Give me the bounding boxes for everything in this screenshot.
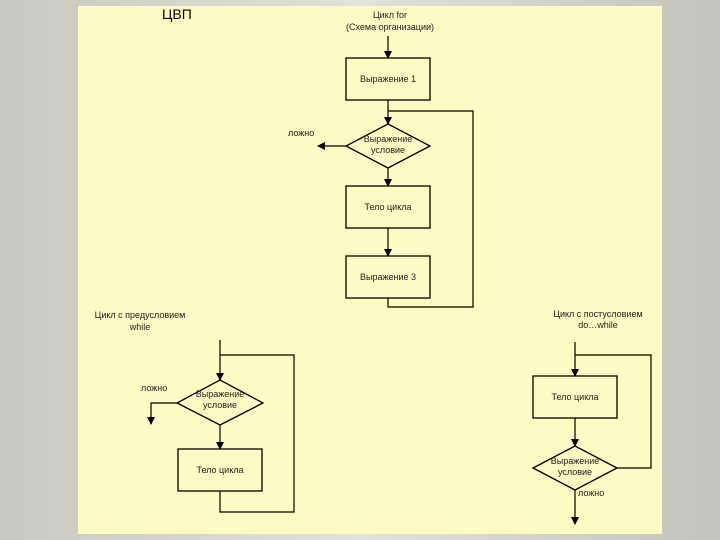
slide-title: ЦВП <box>162 6 192 22</box>
for-expr1-label: Выражение 1 <box>360 74 416 84</box>
for-loop-diagram: Цикл for (Схема организации) Выражение 1… <box>288 10 474 308</box>
do-while-condition-label-2: условие <box>558 467 592 477</box>
for-expr3-box <box>345 255 431 299</box>
do-while-false-label: ложно <box>578 488 604 498</box>
while-condition-label-2: условие <box>203 400 237 410</box>
for-condition-label-1: Выражение <box>364 134 413 144</box>
do-while-loop-title: Цикл с постусловием <box>553 309 642 319</box>
do-while-body-box <box>532 375 618 419</box>
while-body-box <box>177 448 263 492</box>
while-loop-back-line <box>219 354 295 513</box>
slide: ЦВП Цикл for (Схема организации) Выражен… <box>78 6 662 534</box>
flowchart-canvas: ЦВП Цикл for (Схема организации) Выражен… <box>95 6 652 525</box>
for-loop-title: Цикл for <box>373 10 407 20</box>
for-expr3-label: Выражение 3 <box>360 272 416 282</box>
do-while-loop-diagram: Цикл с постусловием do…while Тело цикла … <box>531 309 652 525</box>
while-loop-diagram: Цикл с предусловием while Выражение усло… <box>95 310 295 513</box>
do-while-loop-back-line <box>575 354 652 469</box>
while-false-arrow <box>147 402 177 425</box>
for-body-label: Тело цикла <box>364 202 411 212</box>
do-while-body-label: Тело цикла <box>551 392 598 402</box>
while-loop-subtitle: while <box>129 322 151 332</box>
while-false-label: ложно <box>141 383 167 393</box>
while-body-label: Тело цикла <box>196 465 243 475</box>
while-loop-title: Цикл с предусловием <box>95 310 186 320</box>
do-while-loop-subtitle: do…while <box>578 320 618 330</box>
for-loop-subtitle: (Схема организации) <box>346 22 434 32</box>
while-condition-label-1: Выражение <box>196 389 245 399</box>
for-body-box <box>345 185 431 229</box>
for-loop-back-line <box>387 110 474 308</box>
do-while-condition-label-1: Выражение <box>551 456 600 466</box>
for-condition-label-2: условие <box>371 145 405 155</box>
for-false-label: ложно <box>288 128 314 138</box>
